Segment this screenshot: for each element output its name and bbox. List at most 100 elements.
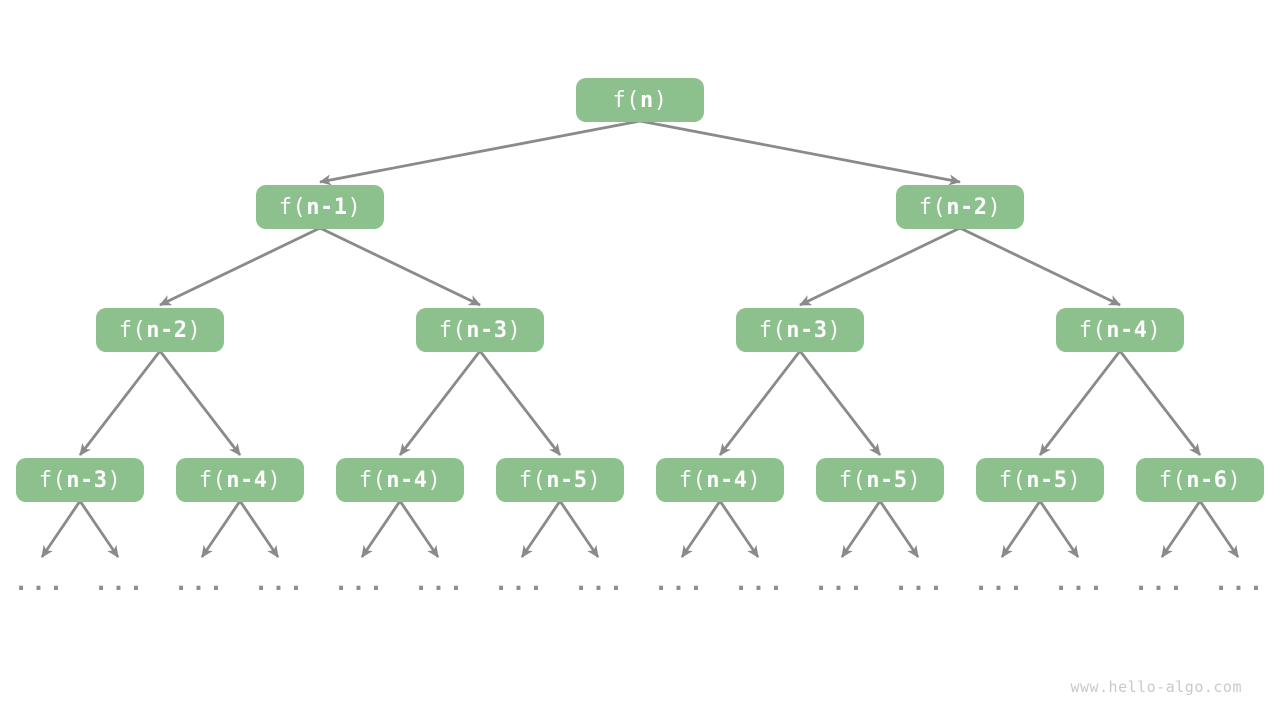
leaf-ellipsis: ... bbox=[94, 568, 146, 596]
tree-edge-arrow bbox=[959, 226, 1121, 307]
leaf-ellipsis: ... bbox=[414, 568, 466, 596]
tree-node-label-part: ) bbox=[507, 317, 522, 343]
tree-edge-arrow bbox=[40, 500, 82, 558]
tree-node-label-part: f( bbox=[118, 317, 147, 343]
tree-edge-arrow bbox=[680, 500, 722, 558]
tree-node-label-part: n-5 bbox=[1026, 467, 1068, 493]
tree-edge-arrow bbox=[1000, 500, 1042, 558]
tree-node: f(n-5) bbox=[496, 458, 624, 502]
tree-node-label-part: f( bbox=[438, 317, 467, 343]
leaf-ellipsis: ... bbox=[254, 568, 306, 596]
tree-node-label-part: f( bbox=[758, 317, 787, 343]
tree-edge-arrow bbox=[639, 119, 961, 186]
tree-node-label-part: ) bbox=[1147, 317, 1162, 343]
tree-node: f(n-2) bbox=[96, 308, 224, 352]
tree-node: f(n-3) bbox=[416, 308, 544, 352]
tree-node-label-part: n-4 bbox=[1106, 317, 1148, 343]
leaf-ellipsis: ... bbox=[14, 568, 66, 596]
tree-node-label-part: n-6 bbox=[1186, 467, 1228, 493]
tree-edge-arrow bbox=[200, 500, 242, 558]
tree-node: f(n-5) bbox=[816, 458, 944, 502]
tree-node: f(n-4) bbox=[336, 458, 464, 502]
tree-edge-arrow bbox=[1038, 500, 1080, 558]
leaf-ellipsis: ... bbox=[574, 568, 626, 596]
tree-node-label-part: ) bbox=[347, 194, 362, 220]
tree-edge-arrow bbox=[398, 350, 482, 456]
tree-edge-arrow bbox=[159, 226, 321, 307]
tree-node-label-part: ) bbox=[907, 467, 922, 493]
tree-node-label-part: n-2 bbox=[946, 194, 988, 220]
tree-node-label-part: n-5 bbox=[866, 467, 908, 493]
tree-node-label-part: f( bbox=[358, 467, 387, 493]
leaf-ellipsis: ... bbox=[494, 568, 546, 596]
tree-node: f(n-6) bbox=[1136, 458, 1264, 502]
tree-node-label-part: n-3 bbox=[66, 467, 108, 493]
tree-node: f(n-5) bbox=[976, 458, 1104, 502]
tree-edge-arrow bbox=[319, 226, 481, 307]
tree-edge-arrow bbox=[798, 350, 882, 456]
tree-edge-arrow bbox=[78, 500, 120, 558]
tree-node-label-part: f( bbox=[278, 194, 307, 220]
tree-node-label-part: n bbox=[640, 87, 654, 113]
tree-edge-arrow bbox=[1160, 500, 1202, 558]
tree-node-label-part: ) bbox=[747, 467, 762, 493]
tree-edge-arrow bbox=[718, 350, 802, 456]
tree-node-label-part: n-4 bbox=[226, 467, 268, 493]
tree-edge-arrow bbox=[1118, 350, 1202, 456]
tree-node: f(n-3) bbox=[16, 458, 144, 502]
tree-node-label-part: n-2 bbox=[146, 317, 188, 343]
tree-node-label-part: f( bbox=[678, 467, 707, 493]
watermark-text: www.hello-algo.com bbox=[1070, 678, 1242, 696]
tree-node-label-part: n-3 bbox=[786, 317, 828, 343]
tree-node-label-part: ) bbox=[587, 467, 602, 493]
tree-edge-arrow bbox=[478, 350, 562, 456]
tree-edge-arrow bbox=[1198, 500, 1240, 558]
tree-edge-arrow bbox=[878, 500, 920, 558]
leaf-ellipsis: ... bbox=[1054, 568, 1106, 596]
tree-edge-arrow bbox=[558, 500, 600, 558]
tree-node-label-part: n-3 bbox=[466, 317, 508, 343]
leaf-ellipsis: ... bbox=[1214, 568, 1266, 596]
tree-node-label-part: f( bbox=[38, 467, 67, 493]
tree-node-label-part: ) bbox=[187, 317, 202, 343]
tree-node-label-part: f( bbox=[918, 194, 947, 220]
tree-edge-arrow bbox=[398, 500, 440, 558]
tree-node-label-part: ) bbox=[1067, 467, 1082, 493]
tree-node-label-part: ) bbox=[987, 194, 1002, 220]
tree-node-label-part: f( bbox=[1078, 317, 1107, 343]
tree-node-label-part: f( bbox=[198, 467, 227, 493]
tree-edge-arrow bbox=[158, 350, 242, 456]
tree-node-label-part: ) bbox=[1227, 467, 1242, 493]
leaf-ellipsis: ... bbox=[814, 568, 866, 596]
leaf-ellipsis: ... bbox=[1134, 568, 1186, 596]
leaf-ellipsis: ... bbox=[174, 568, 226, 596]
tree-edge-arrow bbox=[799, 226, 961, 307]
tree-edge-arrow bbox=[78, 350, 162, 456]
tree-edge-arrow bbox=[238, 500, 280, 558]
leaf-ellipsis: ... bbox=[974, 568, 1026, 596]
tree-node: f(n-1) bbox=[256, 185, 384, 229]
tree-node: f(n) bbox=[576, 78, 704, 122]
tree-edge-arrow bbox=[360, 500, 402, 558]
tree-node: f(n-4) bbox=[1056, 308, 1184, 352]
tree-node-label-part: n-4 bbox=[386, 467, 428, 493]
leaf-ellipsis: ... bbox=[654, 568, 706, 596]
tree-node-label-part: n-1 bbox=[306, 194, 348, 220]
tree-node: f(n-3) bbox=[736, 308, 864, 352]
tree-node: f(n-4) bbox=[656, 458, 784, 502]
tree-edge-arrow bbox=[718, 500, 760, 558]
tree-node-label-part: n-4 bbox=[706, 467, 748, 493]
tree-node-label-part: f( bbox=[518, 467, 547, 493]
tree-node-label-part: ) bbox=[107, 467, 122, 493]
tree-node-label-part: ) bbox=[427, 467, 442, 493]
tree-node-label-part: f( bbox=[838, 467, 867, 493]
tree-node-label-part: ) bbox=[653, 87, 668, 113]
tree-node: f(n-2) bbox=[896, 185, 1024, 229]
tree-node-label-part: f( bbox=[998, 467, 1027, 493]
tree-edge-arrow bbox=[840, 500, 882, 558]
tree-edge-arrow bbox=[319, 119, 641, 186]
tree-node-label-part: f( bbox=[1158, 467, 1187, 493]
tree-edge-arrow bbox=[1038, 350, 1122, 456]
